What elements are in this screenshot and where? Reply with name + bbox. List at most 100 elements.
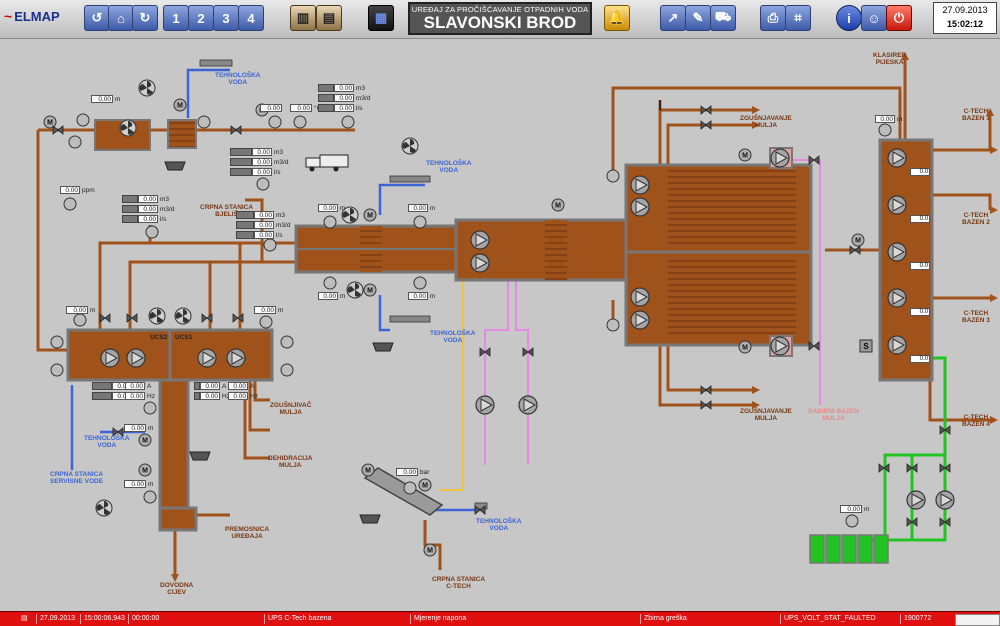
truck-button[interactable]: ⛟ [710,5,736,31]
green-pipes [870,356,947,542]
skip-bins [164,161,394,524]
bjelis-m3-value: 0.00 [138,195,158,203]
ctech-level-value: 0.00 [875,115,895,123]
info-button[interactable]: i [836,5,862,31]
forward-arrow-icon: ↻ [139,10,151,25]
ucs-level-right-unit: m [278,306,284,314]
effluent-pump-2-reading: 0.0 [910,215,930,223]
screen-1-label: 1 [172,10,180,26]
power-button[interactable]: ⏻ [886,5,912,31]
h2s-value: 0.00 [60,186,80,194]
ucs-level-right-value: 0.00 [254,306,276,314]
report-button[interactable]: ✎ [685,5,711,31]
pump-hz-right2-value: 0.00 [228,392,248,400]
classifier-pressure-value: 0.00 [396,468,418,476]
top-flow-ls-unit: l/s [356,104,363,112]
home-button[interactable]: ⌂ [108,5,134,31]
trend-button[interactable]: ↗ [660,5,686,31]
print-button[interactable]: ⎙ [760,5,786,31]
pump-a-left2-unit: A [147,382,152,390]
pump-hz-right-value: 0.00 [200,392,220,400]
grit-level-bottom-right-value: 0.00 [408,292,428,300]
current-date: 27.09.2013 [942,5,988,15]
alarm-duration: 00:00:00 [128,614,159,624]
grid-icon: ▥ [296,10,310,25]
printer-icon: ⎙ [767,10,779,25]
truck-flow-m3-value: 0.00 [252,148,272,156]
top-flow-m3-unit: m3 [356,84,366,92]
splitter-grate [545,220,567,280]
current-time: 15:02:12 [946,19,984,29]
truck-flow-ls-unit: l/s [274,168,281,176]
label-ucs1: UCS1 [175,334,193,341]
effluent-pump-3-reading: 0.0 [910,262,930,270]
grit-level-bottom-left-unit: m [340,292,346,300]
screen-4-button[interactable]: 4 [238,5,264,31]
keypad-button[interactable]: ▦ [368,5,394,31]
alarm-list-icon[interactable]: ▤ [21,615,28,622]
grit-level-left-value: 0.00 [318,204,338,212]
ucs-level-left-value: 0.00 [66,306,88,314]
station-title: SLAVONSKI BROD [423,13,577,32]
forward-button[interactable]: ↻ [132,5,158,31]
sewer-level-2-unit: m [148,480,154,488]
main-m3d-unit: m3/d [276,221,291,229]
sewer-level-1-unit: m [148,424,154,432]
truck-icon: ⛟ [714,9,732,24]
pump-a-left2-value: 0.00 [125,382,145,390]
alarm-bell-button[interactable]: 🔔 [604,5,630,31]
inlet-chamber [158,506,198,532]
flow-arrows [171,52,998,582]
alarm-group: Mjerenje napona [410,614,466,624]
readout-temperature: 0.00°C [290,104,321,112]
screen-1-button[interactable]: 1 [163,5,189,31]
back-button[interactable]: ↺ [84,5,110,31]
home-icon: ⌂ [117,10,125,26]
truck-flow-m3-unit: m3 [274,148,284,156]
datetime-display: 27.09.2013 15:02:12 [933,2,997,34]
screen-2-label: 2 [197,10,205,26]
pump-hz-right2-unit: Hz [250,392,258,400]
grid-screen-button[interactable]: ▥ [290,5,316,31]
alarm-ack-field[interactable] [955,614,1000,626]
inlet-level-value: 0.00 [91,95,113,103]
alarm-type: Zbirna greška [640,614,687,624]
bjelis-m3d-unit: m3/d [160,205,175,213]
screen-2-button[interactable]: 2 [188,5,214,31]
grit-level-right-unit: m [430,204,436,212]
station-subtitle: UREĐAJ ZA PROČIŠĆAVANJE OTPADNIH VODA [411,5,589,14]
truck-flow-m3d-value: 0.00 [252,158,272,166]
s-selector [859,339,873,353]
station-title-box: UREĐAJ ZA PROČIŠĆAVANJE OTPADNIH VODA SL… [408,2,592,35]
top-toolbar: ~ELMAP ↺ ⌂ ↻ 1 2 3 4 ▥ ▤ ▦ UREĐAJ ZA PRO… [0,0,1000,39]
process-diagram: M [36,52,998,582]
users-button[interactable]: ☺ [861,5,887,31]
screen-3-button[interactable]: 3 [213,5,239,31]
truck-icon [305,154,349,172]
alarm-status-bar[interactable]: ▤ 27.09.2013 15:00:06,943 00:00:00 UPS C… [0,611,1000,626]
chart-screen-button[interactable]: ▤ [316,5,342,31]
calc-button[interactable]: ⌗ [785,5,811,31]
top-flow-m3d-unit: m3/d [356,94,371,102]
